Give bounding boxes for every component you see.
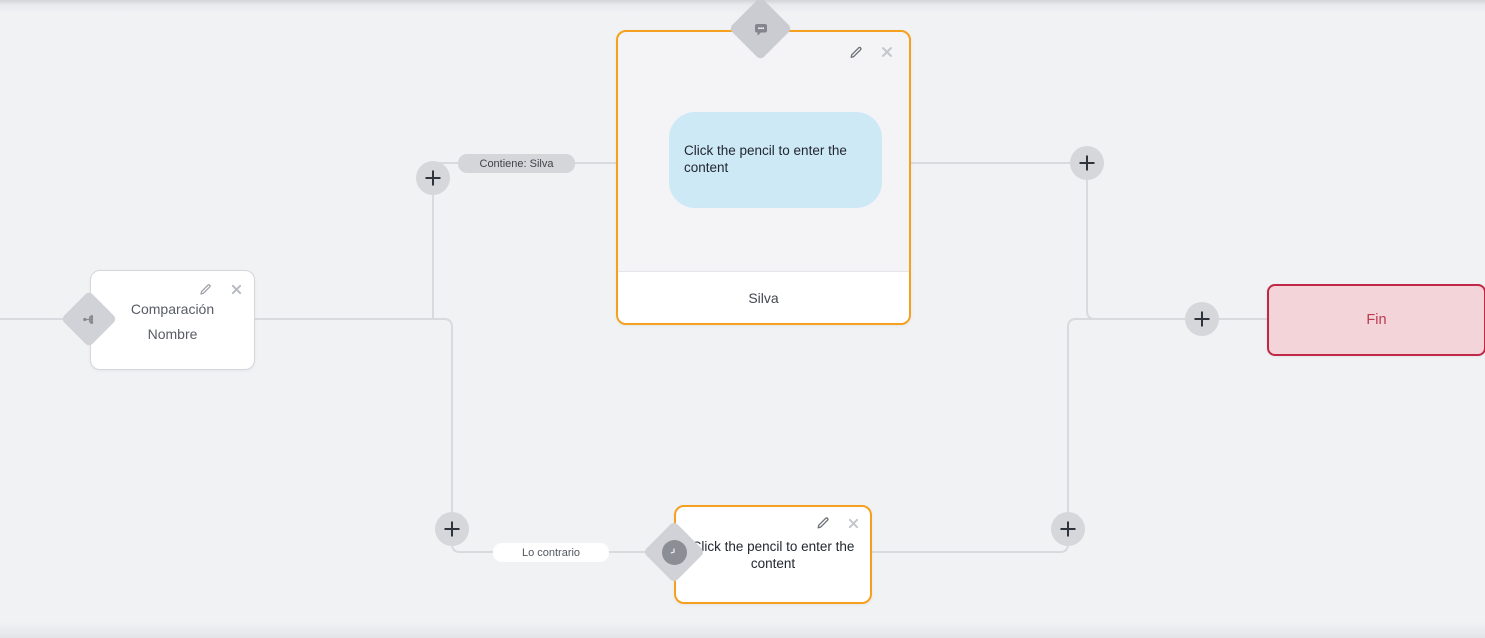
message-bubble-text: Click the pencil to enter the content [684,143,847,175]
message-handle[interactable] [728,0,793,61]
plus-icon [444,521,460,537]
plus-icon [425,170,441,186]
message-footer-label: Silva [618,271,909,323]
add-node-button[interactable] [1051,512,1085,546]
message-node-otherwise[interactable]: Click the pencil to enter the content [674,505,872,604]
otherwise-handle[interactable] [642,520,706,584]
chat-bubble-icon [752,20,770,38]
add-node-button[interactable] [416,161,450,195]
add-node-button[interactable] [1185,302,1219,336]
branch-icon [82,312,97,327]
edge-silva-to-end [906,162,1267,320]
plus-icon [1060,521,1076,537]
end-node[interactable]: Fin [1267,284,1485,356]
add-node-button[interactable] [1070,146,1104,180]
condition-title-line2: Nombre [147,326,198,342]
condition-title-line1: Comparación [130,301,215,317]
clock-icon [661,539,687,565]
close-icon[interactable] [845,515,861,531]
edit-pencil-icon[interactable] [848,44,864,60]
close-icon[interactable] [228,281,244,297]
edge-label-match: Contiene: Silva [458,154,575,173]
plus-icon [1079,155,1095,171]
edge-otherwise-to-end [868,318,1100,553]
edge-label-no-match: Lo contrario [493,543,609,562]
add-node-button[interactable] [435,512,469,546]
message-node-silva[interactable]: Click the pencil to enter the content Si… [616,30,911,325]
condition-handle[interactable] [60,290,118,348]
message-placeholder-text: Click the pencil to enter the content [691,539,855,571]
edge-condition-to-otherwise [253,318,652,553]
plus-icon [1194,311,1210,327]
edit-pencil-icon[interactable] [815,515,831,531]
close-icon[interactable] [879,44,895,60]
edit-pencil-icon[interactable] [197,281,213,297]
edge-condition-to-silva [432,162,616,319]
message-bubble-preview: Click the pencil to enter the content [669,112,882,208]
